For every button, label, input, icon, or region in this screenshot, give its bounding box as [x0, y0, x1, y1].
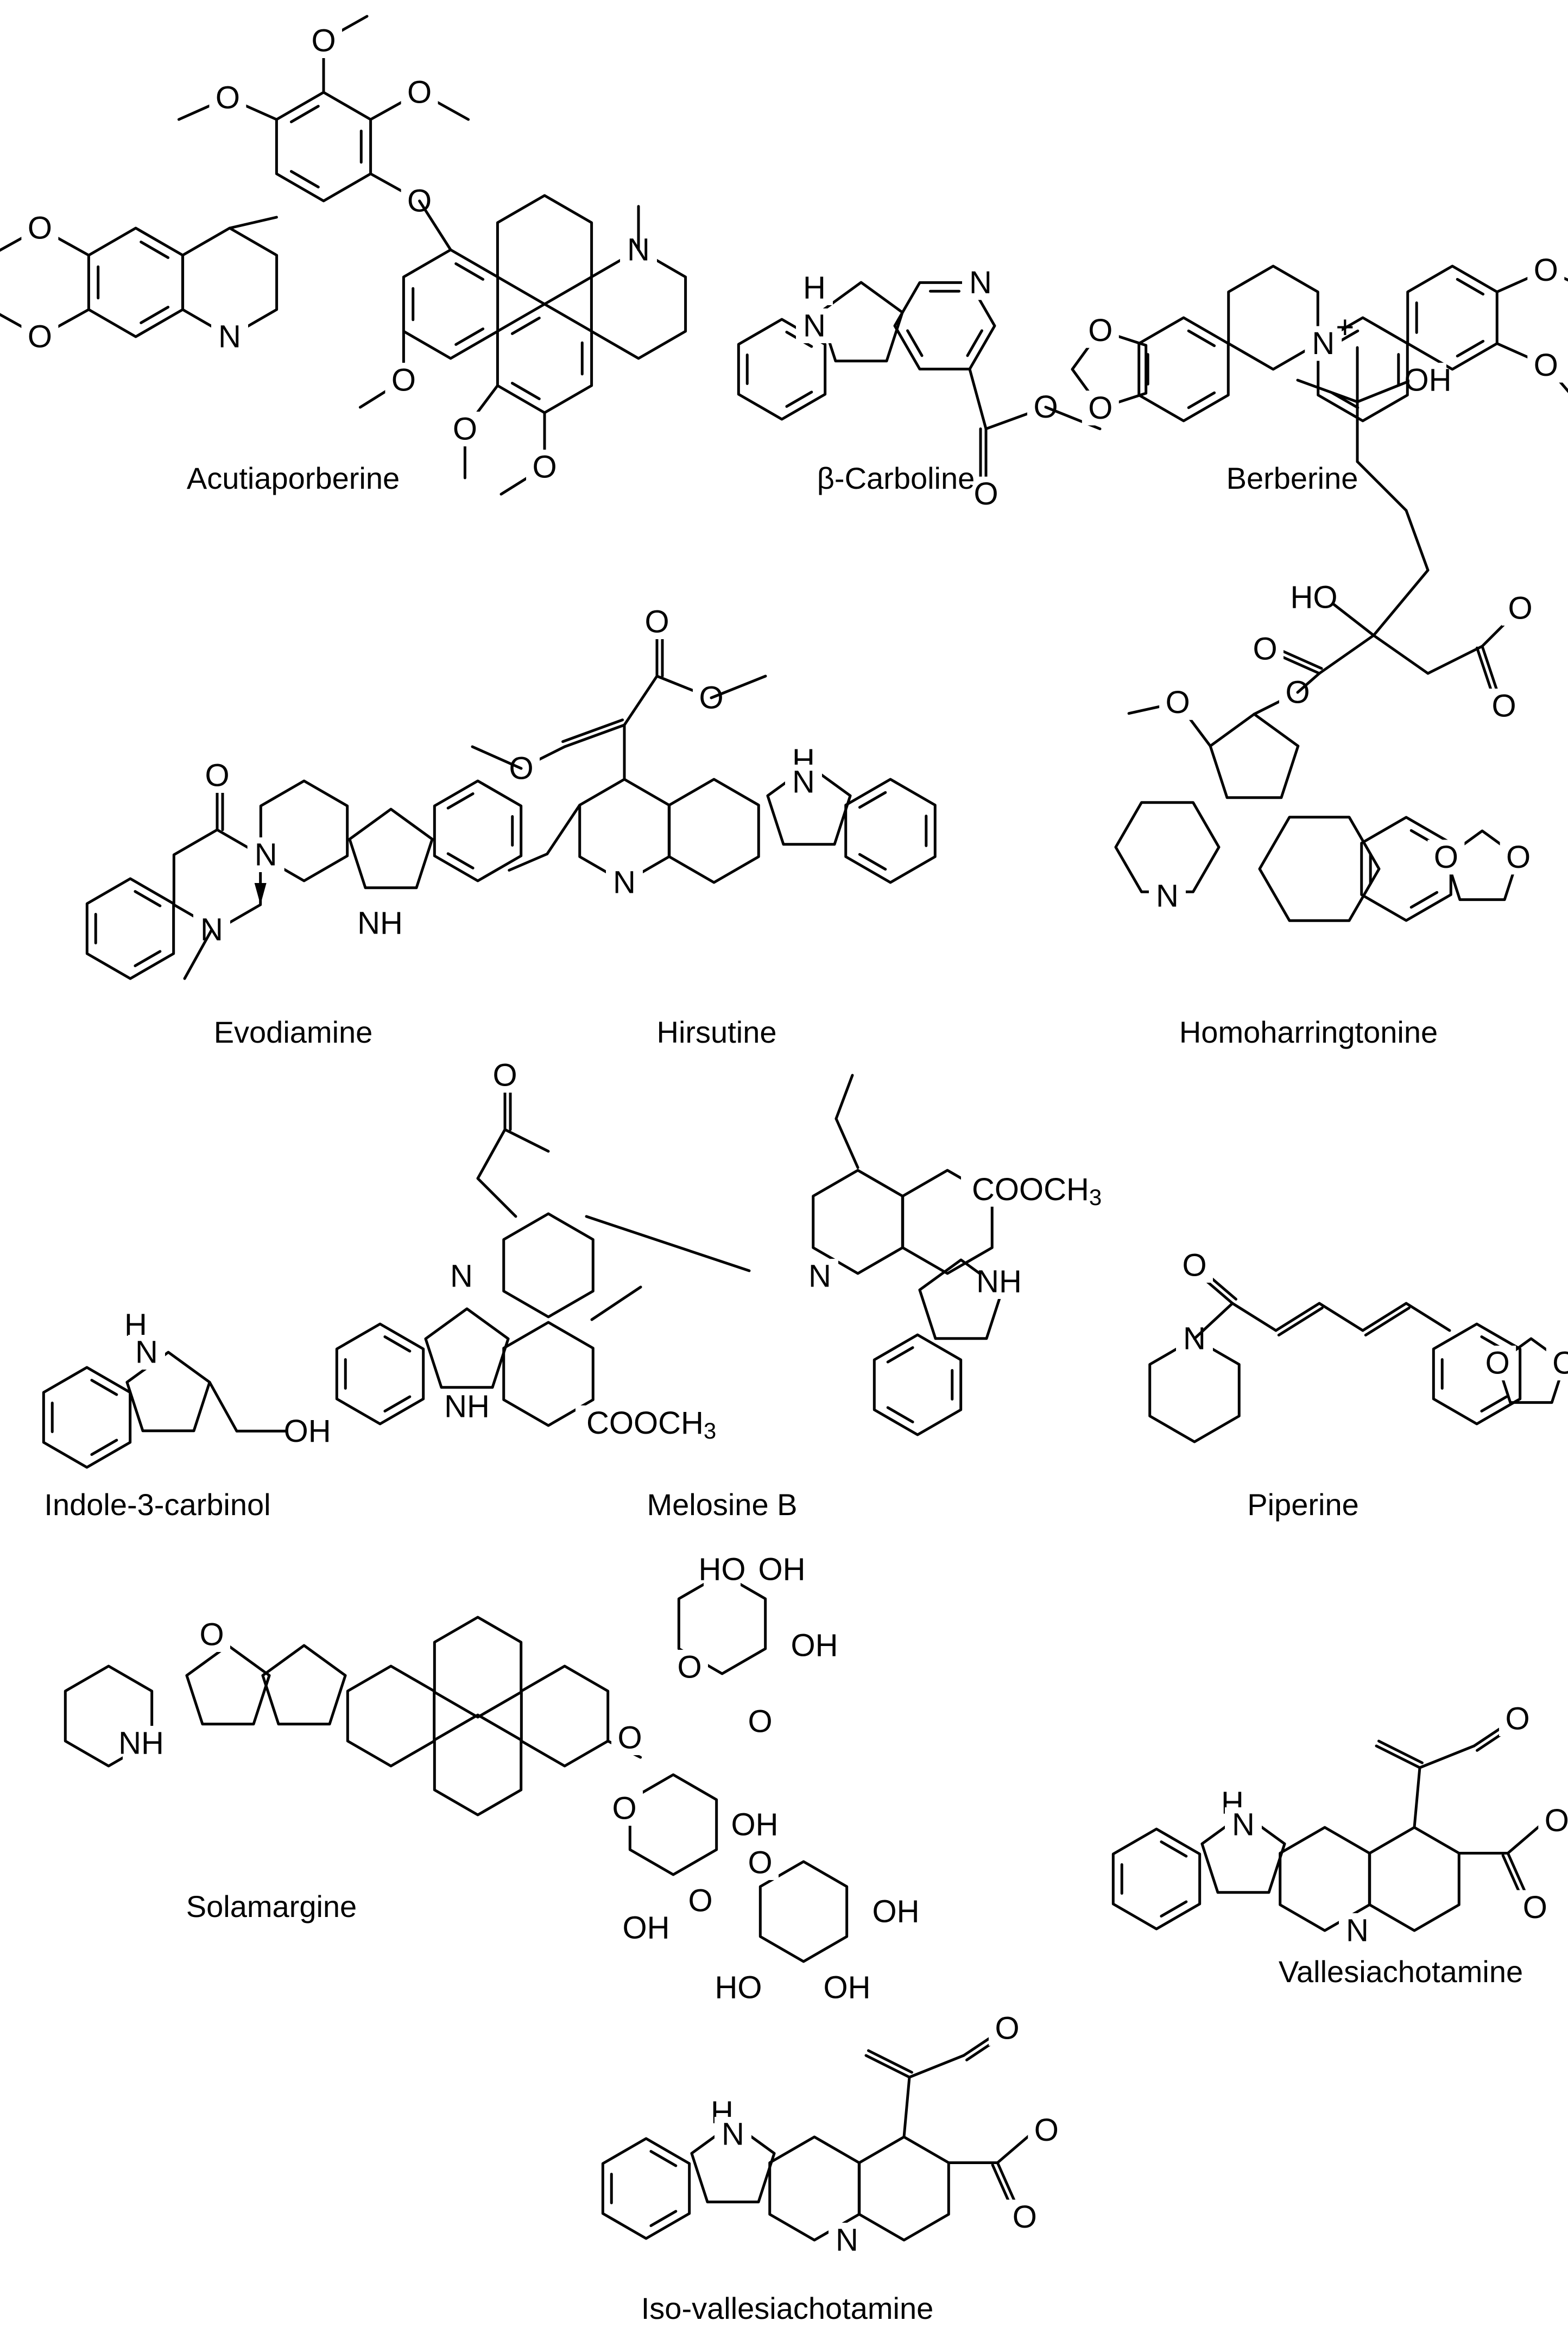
methoxy-oxygen: O	[1534, 348, 1558, 383]
ring-oxygen: O	[677, 1650, 701, 1685]
melosine-b-structure: NH N COOCH3 O N NH COOCH3	[335, 1058, 1124, 1443]
indole-nh: NH	[444, 1389, 490, 1424]
dioxole-oxygen: O	[1485, 1345, 1510, 1380]
carbonyl-oxygen: O	[1523, 1890, 1547, 1925]
glycosidic-oxygen: O	[688, 1883, 712, 1919]
caption-melosine-b: Melosine B	[647, 1487, 797, 1522]
carbonyl-oxygen: O	[1491, 689, 1516, 724]
indole-nitrogen: N	[722, 2117, 744, 2152]
glycosidic-oxygen: O	[748, 1704, 772, 1739]
caption-homoharringtonine: Homoharringtonine	[1179, 1015, 1438, 1049]
caption-acutiaporberine: Acutiaporberine	[187, 461, 400, 495]
nitrogen: N	[450, 1259, 473, 1294]
caption-berberine: Berberine	[1226, 461, 1358, 495]
dioxole-oxygen: O	[1434, 840, 1458, 875]
dioxole-oxygen: O	[1506, 840, 1531, 875]
indole-h: H	[803, 270, 826, 306]
quaternary-nitrogen: N	[1312, 326, 1335, 361]
dioxole-oxygen: O	[1088, 313, 1112, 348]
hydroxyl: HO	[699, 1552, 746, 1587]
tertiary-hydroxyl: OH	[1405, 363, 1452, 398]
indole-nitrogen: N	[803, 308, 826, 344]
methoxy-oxygen: O	[1166, 685, 1190, 720]
indole-nh: NH	[976, 1264, 1022, 1300]
hydroxyl: OH	[872, 1894, 920, 1929]
methoxy-oxygen: O	[216, 80, 240, 116]
nitrogen: N	[1346, 1913, 1369, 1948]
amine-nh: NH	[118, 1726, 164, 1761]
positive-charge: +	[1336, 310, 1354, 345]
dioxole-oxygen: O	[1552, 1345, 1568, 1380]
glycosidic-oxygen: O	[617, 1720, 642, 1756]
caption-solamargine: Solamargine	[186, 1889, 357, 1924]
indole-nh: NH	[357, 906, 403, 941]
dioxole-oxygen: O	[1088, 390, 1112, 426]
ester-oxygen: O	[1508, 591, 1532, 626]
ester-oxygen: O	[1034, 2112, 1059, 2148]
berberine-structure: O O N+ O O	[1071, 253, 1568, 426]
aldehyde-oxygen: O	[1505, 1701, 1529, 1737]
nitrogen: N	[613, 865, 636, 900]
caption-beta-carboline: β-Carboline	[817, 461, 975, 495]
indole-nitrogen: N	[792, 765, 815, 800]
hydroxyl: OH	[791, 1628, 838, 1663]
hydroxyl: HO	[715, 1970, 762, 2006]
nitrogen: N	[836, 2223, 858, 2258]
methoxy-oxygen: O	[407, 75, 432, 110]
ester-label-right: COOCH3	[972, 1172, 1102, 1210]
nitrogen: N	[1156, 879, 1179, 914]
amide-nitrogen: N	[255, 837, 277, 873]
nitrogen: N	[218, 319, 241, 355]
methoxy-oxygen: O	[532, 450, 557, 485]
indole-nitrogen: N	[1232, 1807, 1255, 1843]
methoxy-oxygen: O	[391, 363, 416, 398]
caption-indole-3-carbinol: Indole-3-carbinol	[44, 1487, 270, 1522]
methoxy-oxygen: O	[28, 211, 52, 246]
methoxy-oxygen: O	[1534, 253, 1558, 288]
caption-vallesiachotamine: Vallesiachotamine	[1279, 1954, 1523, 1989]
aldehyde-oxygen: O	[995, 2011, 1019, 2046]
carbonyl-oxygen: O	[644, 604, 669, 640]
ring-oxygen: O	[612, 1791, 636, 1826]
methoxy-oxygen: O	[311, 23, 336, 59]
carbonyl-oxygen: O	[205, 758, 229, 793]
ester-label-left: COOCH3	[586, 1405, 716, 1443]
hydroxyl: OH	[758, 1552, 806, 1587]
caption-evodiamine: Evodiamine	[214, 1015, 373, 1049]
ketone-oxygen: O	[492, 1058, 517, 1093]
pyridine-nitrogen: N	[969, 265, 992, 300]
methoxy-oxygen: O	[453, 412, 477, 447]
carbonyl-oxygen: O	[1182, 1248, 1206, 1283]
indole-nitrogen: N	[135, 1335, 158, 1370]
carbonyl-oxygen: O	[973, 476, 998, 512]
carbonyl-oxygen: O	[1013, 2199, 1037, 2235]
hydroxyl: OH	[284, 1414, 331, 1449]
ester-oxygen: O	[1545, 1803, 1568, 1838]
ring-oxygen: O	[748, 1845, 772, 1881]
methoxy-oxygen: O	[28, 319, 52, 355]
hydroxyl: OH	[623, 1910, 670, 1946]
hydroxyl: OH	[731, 1807, 779, 1843]
caption-hirsutine: Hirsutine	[657, 1015, 777, 1049]
hydroxyl: OH	[824, 1970, 871, 2006]
caption-piperine: Piperine	[1247, 1487, 1358, 1522]
caption-iso-vallesiachotamine: Iso-vallesiachotamine	[641, 2291, 933, 2325]
hydroxyl: HO	[1291, 580, 1338, 615]
carbonyl-oxygen: O	[1253, 632, 1277, 667]
spiro-oxygen: O	[199, 1617, 224, 1653]
nitrogen: N	[808, 1259, 831, 1294]
